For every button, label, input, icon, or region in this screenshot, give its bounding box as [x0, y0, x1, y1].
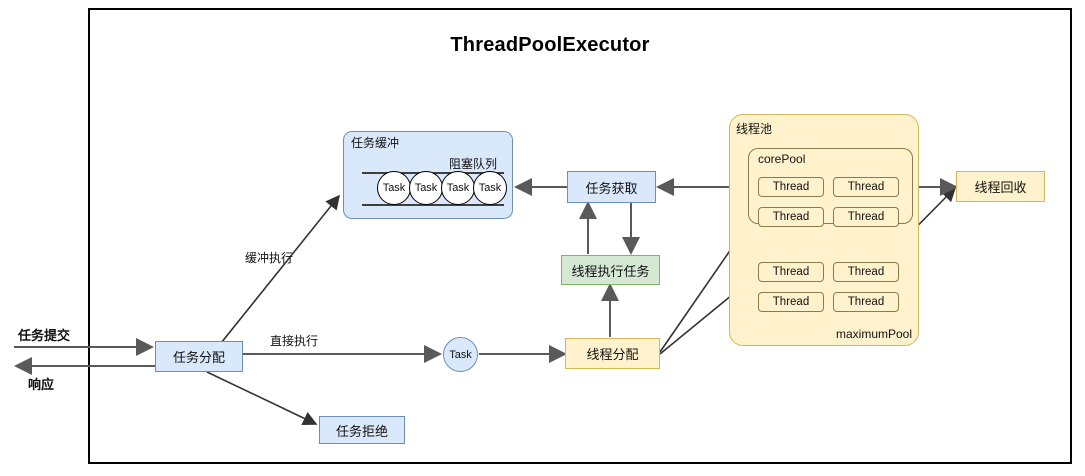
max-thread-3[interactable]: Thread [833, 292, 899, 312]
label-task-submit: 任务提交 [18, 328, 71, 343]
max-thread-3-label: Thread [847, 296, 885, 308]
core-pool-title: corePool [758, 152, 806, 166]
node-thread-exec-task[interactable]: 线程执行任务 [561, 255, 660, 285]
queue-task-3-label: Task [478, 182, 502, 194]
queue-task-0[interactable]: Task [377, 171, 411, 205]
node-task-reject-label: 任务拒绝 [335, 423, 388, 439]
node-thread-recycle-label: 线程回收 [974, 180, 1027, 195]
queue-task-0-label: Task [382, 182, 406, 194]
node-task-circle-label: Task [449, 348, 472, 361]
core-thread-0-label: Thread [772, 181, 810, 193]
core-thread-3[interactable]: Thread [833, 207, 899, 227]
queue-task-2-label: Task [446, 182, 470, 194]
node-thread-alloc[interactable]: 线程分配 [565, 338, 660, 369]
node-thread-exec-task-label: 线程执行任务 [571, 263, 650, 279]
label-direct-exec: 直接执行 [270, 334, 319, 348]
task-buffer-title: 任务缓冲 [351, 136, 400, 150]
label-buffer-exec: 缓冲执行 [245, 251, 294, 265]
max-thread-1-label: Thread [847, 266, 885, 278]
queue-task-2[interactable]: Task [441, 171, 475, 205]
core-pool-group [748, 148, 913, 224]
queue-task-1-label: Task [414, 182, 438, 194]
max-thread-2-label: Thread [772, 296, 810, 308]
core-thread-1[interactable]: Thread [833, 177, 899, 197]
core-thread-0[interactable]: Thread [758, 177, 824, 197]
node-task-fetch-label: 任务获取 [585, 180, 638, 196]
max-thread-1[interactable]: Thread [833, 262, 899, 282]
threadpoolexecutor-frame [88, 8, 1072, 464]
core-thread-2-label: Thread [772, 211, 810, 223]
core-thread-1-label: Thread [847, 181, 885, 193]
node-thread-recycle[interactable]: 线程回收 [956, 171, 1045, 202]
max-thread-2[interactable]: Thread [758, 292, 824, 312]
core-thread-2[interactable]: Thread [758, 207, 824, 227]
node-task-reject[interactable]: 任务拒绝 [319, 416, 405, 444]
maximum-pool-title: maximumPool [836, 327, 913, 341]
label-response: 响应 [28, 377, 55, 392]
node-task-circle[interactable]: Task [443, 337, 478, 372]
node-task-dispatch[interactable]: 任务分配 [155, 341, 243, 372]
node-task-dispatch-label: 任务分配 [172, 350, 225, 365]
max-thread-0-label: Thread [772, 266, 810, 278]
page-title: ThreadPoolExecutor [450, 34, 650, 56]
thread-pool-title: 线程池 [736, 122, 773, 136]
blocking-queue-title: 阻塞队列 [449, 157, 498, 171]
node-task-fetch[interactable]: 任务获取 [567, 171, 656, 203]
queue-task-3[interactable]: Task [473, 171, 507, 205]
node-thread-alloc-label: 线程分配 [586, 347, 639, 362]
queue-bottom-rail [362, 204, 504, 206]
max-thread-0[interactable]: Thread [758, 262, 824, 282]
queue-task-1[interactable]: Task [409, 171, 443, 205]
core-thread-3-label: Thread [847, 211, 885, 223]
